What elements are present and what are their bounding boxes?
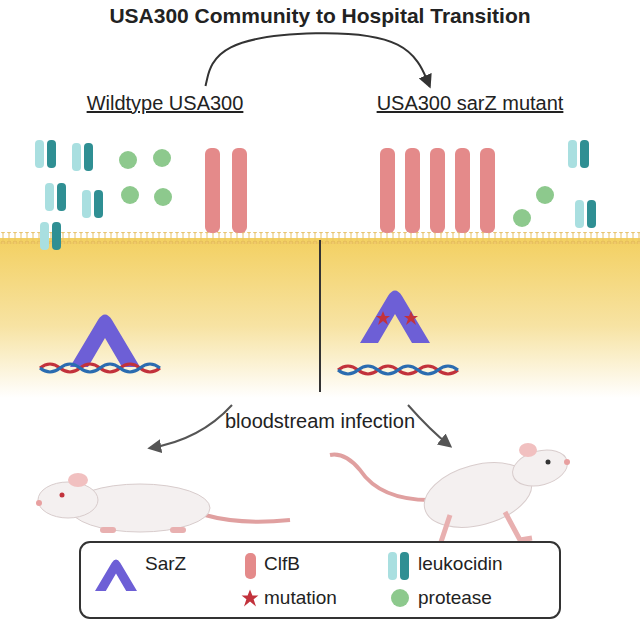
legend-item: protease (418, 587, 492, 609)
legend-item: leukocidin (418, 553, 503, 575)
legend-clfb-sample (245, 553, 256, 579)
sarz-protein (70, 315, 140, 368)
legend-sarz-sample (95, 560, 137, 592)
panel-heading: Wildtype USA300 (30, 88, 300, 115)
divider (319, 240, 321, 392)
legend-leukocidin-sample (388, 552, 409, 580)
legend-label: ClfB (264, 553, 300, 574)
cell-panel: USA300 sarZ mutant (335, 88, 605, 388)
dna (40, 364, 458, 374)
legend-label: mutation (264, 587, 337, 608)
sarz-mutant (360, 291, 430, 344)
annotation: bloodstream infection (0, 410, 640, 433)
legend-label: leukocidin (418, 553, 503, 574)
healthy-mouse (330, 443, 571, 548)
legend-label: SarZ (145, 553, 186, 574)
clfb-group (205, 148, 495, 233)
legend-protease-sample (391, 589, 409, 607)
legend-item: SarZ (145, 553, 186, 575)
legend-item: mutation (264, 587, 337, 609)
transition-arrow (206, 33, 430, 86)
mutation-star (376, 311, 390, 325)
mutation-star (404, 311, 418, 325)
legend-label: protease (418, 587, 492, 608)
legend-box (80, 542, 560, 618)
panel-heading: USA300 sarZ mutant (335, 88, 605, 115)
title: USA300 Community to Hospital Transition (0, 4, 640, 28)
cell-body (0, 238, 640, 398)
cell-panel: Wildtype USA300 (30, 88, 300, 388)
sick-mouse (36, 473, 290, 533)
leukocidin-group (35, 140, 596, 250)
infection-arrow (150, 405, 232, 448)
legend-mutation-sample (242, 590, 259, 607)
legend-item: ClfB (264, 553, 300, 575)
